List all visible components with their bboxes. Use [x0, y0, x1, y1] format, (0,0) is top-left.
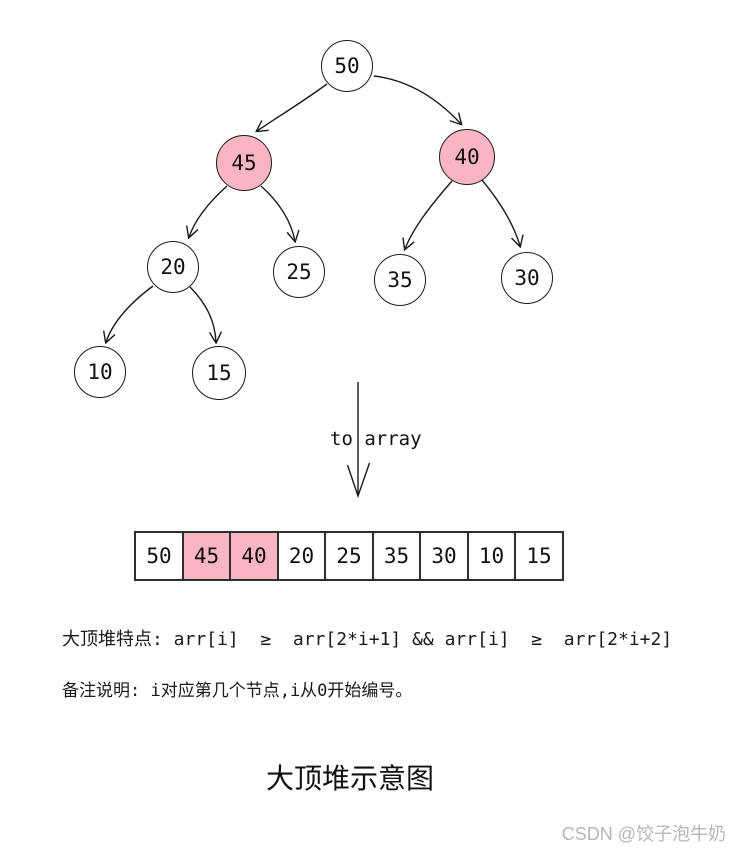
heap-property-text: 大顶堆特点: arr[i] ≥ arr[2*i+1] && arr[i] ≥ a…	[62, 629, 673, 650]
to-array-label: to array	[330, 428, 422, 450]
array-cell: 15	[514, 531, 564, 581]
heap-remark-text: 备注说明: i对应第几个节点,i从0开始编号。	[62, 681, 413, 701]
array-cell: 40	[229, 531, 279, 581]
tree-node: 20	[147, 241, 199, 293]
edge-45-25	[260, 185, 295, 241]
tree-node: 40	[439, 129, 495, 185]
array-cell: 50	[134, 531, 184, 581]
edge-50-45	[257, 83, 328, 131]
edge-20-15	[189, 286, 216, 342]
tree-node: 15	[192, 346, 246, 400]
array-cell: 45	[181, 531, 232, 581]
edge-40-35	[405, 180, 453, 249]
tree-node: 10	[74, 346, 126, 398]
tree-node: 50	[321, 40, 373, 92]
to-array-arrowhead	[346, 462, 371, 499]
edge-20-10	[106, 285, 154, 342]
edge-50-40	[373, 75, 461, 124]
tree-node: 45	[216, 135, 272, 191]
tree-node: 35	[374, 254, 426, 306]
array-cell: 20	[276, 531, 327, 581]
edge-40-30	[481, 179, 520, 246]
tree-node: 30	[501, 252, 553, 304]
page-title: 大顶堆示意图	[265, 762, 434, 795]
edge-45-20	[189, 185, 228, 237]
heap-array: 50 45 40 20 25 35 30 10 15	[134, 531, 564, 581]
array-cell: 25	[324, 531, 374, 581]
tree-node: 25	[273, 246, 325, 298]
csdn-watermark: CSDN @饺子泡牛奶	[561, 824, 726, 844]
array-cell: 10	[466, 531, 517, 581]
array-cell: 35	[371, 531, 422, 581]
array-cell: 30	[419, 531, 469, 581]
